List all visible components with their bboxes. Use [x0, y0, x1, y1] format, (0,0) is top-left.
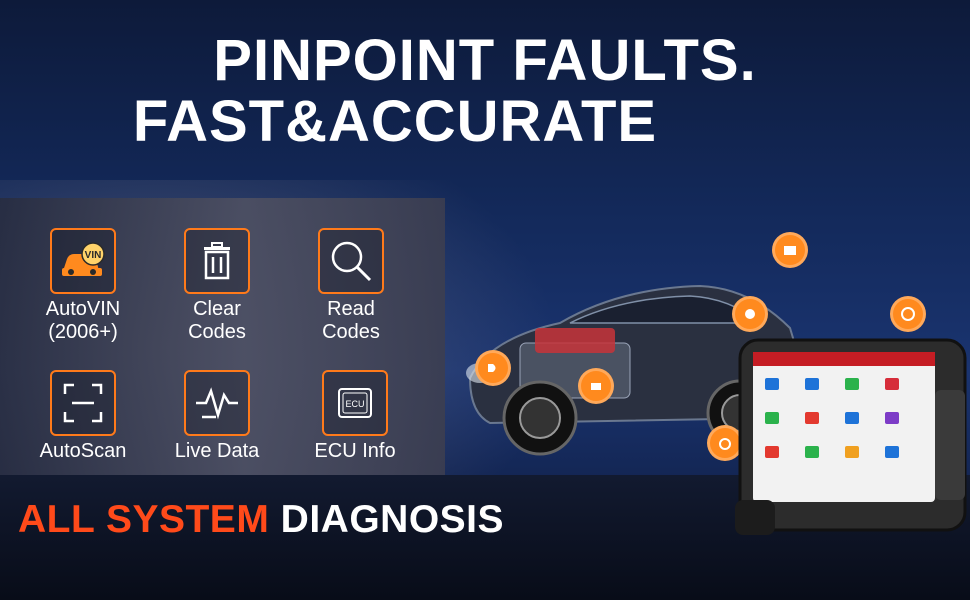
engine-badge-icon — [578, 368, 614, 404]
svg-text:ECU: ECU — [345, 399, 364, 409]
headlight-badge-icon — [475, 350, 511, 386]
trash-icon — [184, 228, 250, 294]
feature-autoscan: AutoScan — [13, 370, 153, 463]
tagline: ALL SYSTEM DIAGNOSIS — [18, 498, 504, 542]
feature-label: AutoVIN(2006+) — [45, 298, 121, 343]
feature-ecu-info: ECU ECU Info — [285, 370, 425, 463]
feature-label: Live Data — [174, 440, 260, 462]
feature-live-data: Live Data — [147, 370, 287, 463]
feature-label: ECU Info — [314, 440, 396, 462]
ecu-icon: ECU — [322, 370, 388, 436]
tagline-highlight: ALL SYSTEM — [18, 498, 270, 541]
magnifier-icon — [318, 228, 384, 294]
headline-line2: FAST&ACCURATE — [132, 89, 658, 154]
airbag-badge-icon — [732, 296, 768, 332]
live-data-icon — [184, 370, 250, 436]
svg-text:VIN: VIN — [85, 250, 102, 261]
wheel-badge-icon — [890, 296, 926, 332]
headline-line1: PINPOINT FAULTS. — [213, 28, 757, 93]
feature-autovin: VIN AutoVIN(2006+) — [13, 228, 153, 344]
feature-label: AutoScan — [39, 440, 127, 462]
scan-tablet — [735, 338, 967, 535]
scan-frame-icon — [50, 370, 116, 436]
tagline-rest: DIAGNOSIS — [280, 498, 505, 541]
tire-pressure-badge-icon — [707, 425, 743, 461]
battery-badge-icon — [772, 232, 808, 268]
autovin-icon: VIN — [50, 228, 116, 294]
